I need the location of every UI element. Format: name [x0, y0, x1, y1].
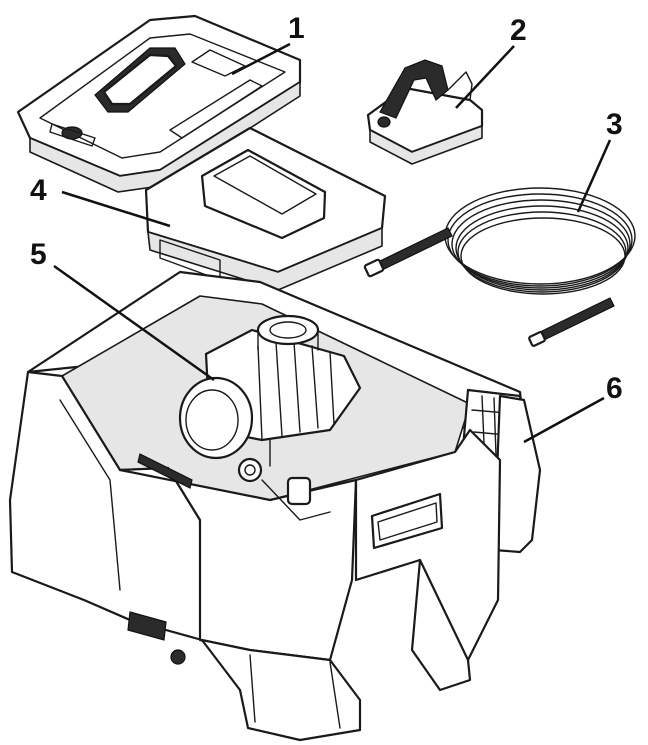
callout-labels: 1 2 3 4 5 6 — [30, 12, 623, 405]
part-1-top-lid — [16, 14, 302, 193]
callout-4: 4 — [30, 174, 47, 207]
callout-1: 1 — [288, 12, 305, 45]
callout-3: 3 — [606, 108, 623, 141]
leader-line-2 — [455, 45, 515, 109]
callout-5: 5 — [30, 238, 47, 271]
leader-line-1 — [231, 42, 291, 76]
part-3-hose-coil — [363, 187, 636, 347]
callout-6: 6 — [606, 372, 623, 405]
callout-2: 2 — [510, 14, 527, 47]
part-4-tray — [144, 126, 387, 291]
part-2-handle — [366, 59, 484, 165]
leader-line-5 — [53, 264, 215, 382]
leader-lines — [53, 42, 612, 444]
part-5-motor-pump — [178, 314, 362, 521]
leader-line-3 — [576, 139, 612, 213]
leader-line-4 — [61, 190, 171, 228]
leader-line-6 — [523, 396, 605, 444]
